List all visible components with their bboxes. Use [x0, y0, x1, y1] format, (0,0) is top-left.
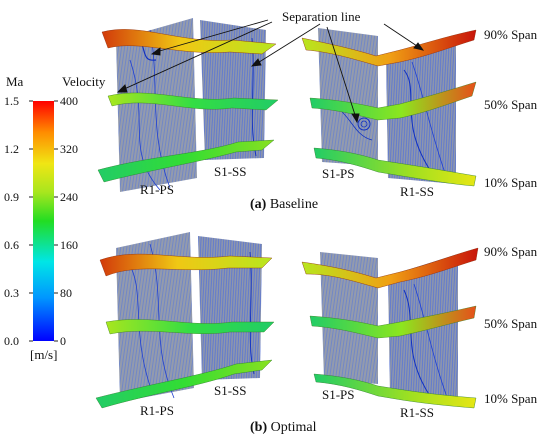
- span-label-10: 10% Span: [484, 391, 538, 406]
- ma-tick: 0.0: [4, 334, 19, 348]
- baseline-right-blades: [301, 28, 477, 187]
- span-label-90: 90% Span: [484, 244, 538, 259]
- colorbar-unit: [m/s]: [30, 347, 58, 362]
- colorbar-velocity-title: Velocity: [62, 74, 106, 89]
- ma-tick: 0.6: [4, 238, 19, 252]
- velocity-tick: 80: [60, 286, 72, 300]
- colorbar-gradient: [33, 101, 54, 341]
- ma-tick: 1.2: [4, 142, 19, 156]
- optimal-right-blades: [301, 247, 479, 409]
- blade-label-s1-ss: S1-SS: [214, 164, 247, 179]
- optimal-left-blades: [95, 232, 275, 409]
- velocity-tick: 240: [60, 190, 78, 204]
- blade-label-r1-ps: R1-PS: [140, 182, 174, 197]
- velocity-tick: 400: [60, 94, 78, 108]
- caption-baseline-text: Baseline: [269, 197, 319, 212]
- caption-baseline-letter: (a): [250, 197, 267, 212]
- span-label-90: 90% Span: [484, 27, 538, 42]
- blade-label-r1-ss: R1-SS: [400, 405, 434, 420]
- colorbar-tick-marks: [29, 100, 58, 342]
- baseline-left-blades: [97, 18, 279, 192]
- blade-label-r1-ps: R1-PS: [140, 403, 174, 418]
- caption-baseline: (a) Baseline: [250, 198, 318, 212]
- span-label-50: 50% Span: [484, 316, 538, 331]
- velocity-tick: 160: [60, 238, 78, 252]
- colorbar-ma-title: Ma: [6, 74, 24, 89]
- blade-label-s1-ps: S1-PS: [322, 387, 355, 402]
- separation-line-label: Separation line: [282, 9, 361, 24]
- caption-optimal-text: Optimal: [270, 420, 317, 435]
- velocity-tick: 320: [60, 142, 78, 156]
- caption-optimal: (b) Optimal: [250, 421, 317, 435]
- blade-label-r1-ss: R1-SS: [400, 184, 434, 199]
- blade-label-s1-ps: S1-PS: [322, 166, 355, 181]
- blade-label-s1-ss: S1-SS: [214, 383, 247, 398]
- separation-line-arrows: [116, 19, 425, 124]
- velocity-tick: 0: [60, 334, 66, 348]
- span-label-50: 50% Span: [484, 97, 538, 112]
- ma-tick: 1.5: [4, 94, 19, 108]
- span-label-10: 10% Span: [484, 175, 538, 190]
- ma-tick: 0.9: [4, 190, 19, 204]
- caption-optimal-letter: (b): [250, 420, 268, 435]
- ma-tick: 0.3: [4, 286, 19, 300]
